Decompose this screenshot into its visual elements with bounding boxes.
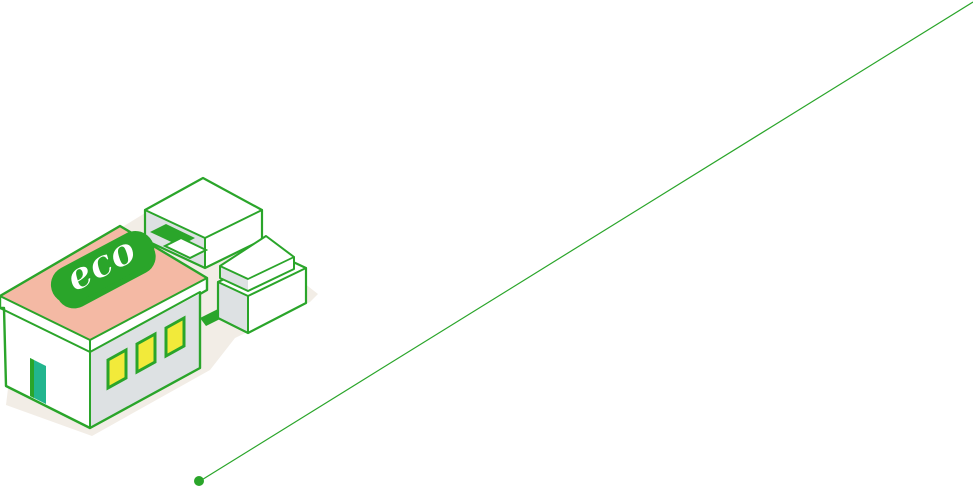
eco-sign: eco: [50, 226, 156, 309]
connector-line: [199, 1, 973, 482]
window: [106, 347, 128, 391]
connector-dot: [194, 476, 204, 486]
main-wall-left: [4, 306, 90, 428]
window: [164, 315, 186, 359]
window: [135, 331, 157, 375]
eco-factory-illustration: eco: [0, 176, 318, 436]
main-building: eco: [0, 224, 209, 430]
right-block-cap: [219, 235, 295, 292]
